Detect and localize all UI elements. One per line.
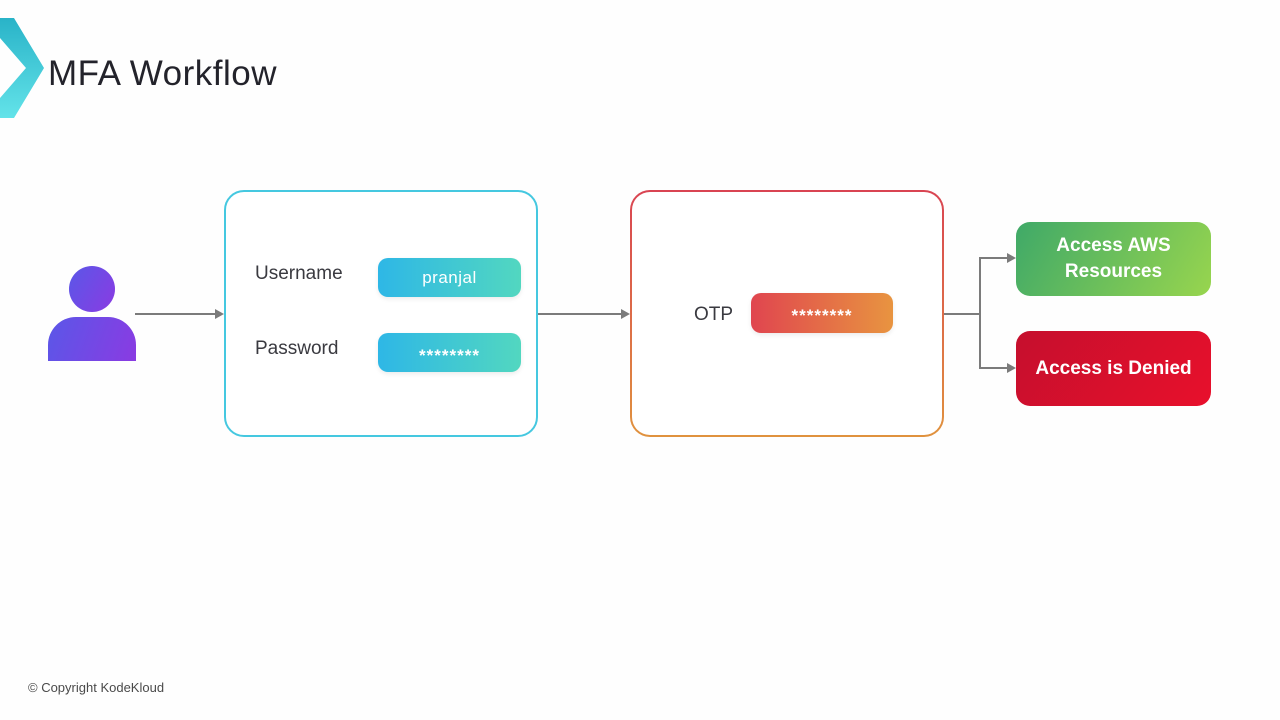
username-label: Username: [255, 263, 343, 284]
arrow-right-icon: [1007, 253, 1016, 263]
connector-vertical: [979, 257, 981, 369]
chevron-right-icon: [0, 18, 44, 118]
arrow-right-icon: [215, 309, 224, 319]
copyright-notice: © Copyright KodeKloud: [28, 680, 165, 695]
password-label: Password: [255, 338, 339, 359]
connector-stub: [944, 313, 981, 315]
credentials-box: Username pranjal Password ********: [224, 190, 538, 437]
otp-box-inner: OTP ********: [632, 192, 942, 435]
username-field: pranjal: [378, 258, 521, 297]
person-head: [69, 266, 115, 312]
arrow-right-icon: [621, 309, 630, 319]
otp-box: OTP ********: [630, 190, 944, 437]
password-field: ********: [378, 333, 521, 372]
arrow-line: [538, 313, 623, 315]
arrow-line: [135, 313, 217, 315]
person-body: [48, 317, 136, 361]
connector-top-branch: [979, 257, 1008, 259]
otp-label: OTP: [694, 304, 734, 325]
arrow-right-icon: [1007, 363, 1016, 373]
person-icon: [48, 266, 136, 361]
access-granted-box: Access AWS Resources: [1016, 222, 1211, 296]
page-title: MFA Workflow: [48, 54, 278, 93]
access-denied-box: Access is Denied: [1016, 331, 1211, 406]
connector-bottom-branch: [979, 367, 1008, 369]
otp-field: ********: [751, 293, 893, 333]
